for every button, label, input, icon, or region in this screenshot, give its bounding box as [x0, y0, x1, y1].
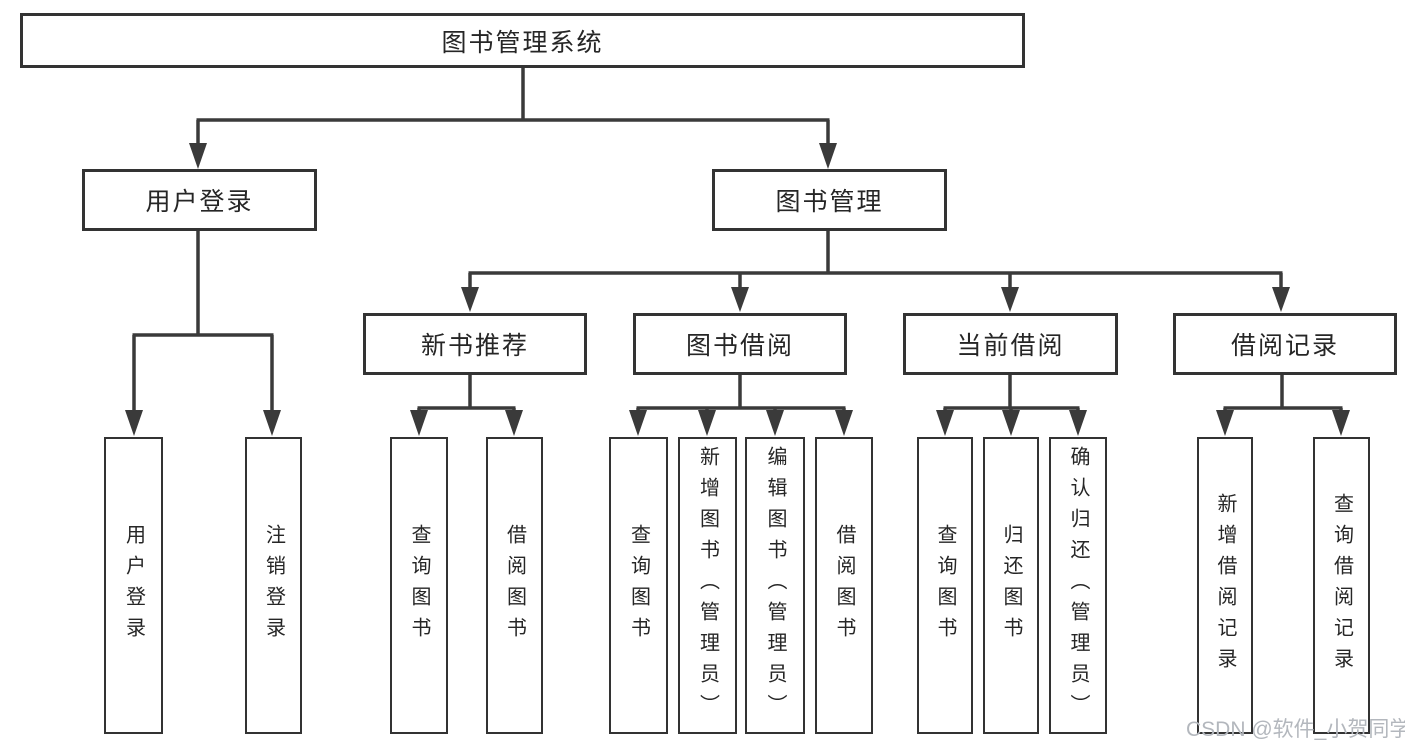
edge-current-trunk [943, 375, 1080, 410]
leaf-label: 借阅图书 [833, 523, 855, 648]
leaf-edit-books-admin: 编辑图书（管理员） [745, 437, 805, 734]
node-book-management: 图书管理 [712, 169, 947, 231]
leaf-borrow-books-recommend: 借阅图书 [486, 437, 543, 734]
leaf-label: 借阅图书 [503, 523, 526, 648]
node-label: 借阅记录 [1230, 332, 1339, 360]
leaf-label: 查询图书 [408, 523, 430, 648]
edge-root-trunk [196, 68, 830, 122]
leaf-label: 查询图书 [934, 523, 956, 648]
leaf-add-borrow-record: 新增借阅记录 [1197, 437, 1253, 734]
leaf-confirm-return-admin: 确认归还（管理员） [1049, 437, 1107, 734]
edge-records-trunk [1223, 375, 1343, 410]
node-new-book-recommend: 新书推荐 [363, 313, 587, 375]
leaf-label: 编辑图书（管理员） [764, 446, 786, 725]
csdn-watermark: CSDN @软件_小贺同学 [1186, 718, 1405, 741]
leaf-borrow-books-borrowing: 借阅图书 [815, 437, 873, 734]
node-label: 用户登录 [145, 188, 254, 216]
leaf-query-books-current: 查询图书 [917, 437, 973, 734]
node-label: 当前借阅 [956, 332, 1065, 360]
leaf-label: 注销登录 [262, 523, 285, 648]
leaf-label: 新增图书（管理员） [696, 446, 719, 725]
leaf-return-books: 归还图书 [983, 437, 1039, 734]
edge-newbook-trunk [417, 375, 516, 410]
node-label: 图书管理 [775, 188, 884, 216]
leaf-label: 查询图书 [627, 523, 650, 648]
leaf-logout: 注销登录 [245, 437, 302, 734]
node-current-borrowing: 当前借阅 [903, 313, 1118, 375]
leaf-query-books-recommend: 查询图书 [390, 437, 448, 734]
leaf-add-books-admin: 新增图书（管理员） [678, 437, 737, 734]
leaf-user-login: 用户登录 [104, 437, 163, 734]
node-library-system: 图书管理系统 [20, 13, 1025, 68]
node-book-borrowing: 图书借阅 [633, 313, 847, 375]
leaf-label: 用户登录 [122, 523, 145, 648]
edge-bookmgmt-trunk [468, 231, 1283, 275]
edge-borrowing-trunk [636, 375, 846, 410]
node-label: 图书借阅 [685, 332, 794, 360]
arrowheads [125, 143, 1350, 436]
node-label: 图书管理系统 [441, 28, 604, 57]
node-user-login: 用户登录 [82, 169, 317, 231]
leaf-query-books-borrowing: 查询图书 [609, 437, 668, 734]
node-label: 新书推荐 [420, 332, 529, 360]
node-borrowing-records: 借阅记录 [1173, 313, 1397, 375]
edge-userlogin-trunk [132, 231, 274, 337]
leaf-label: 新增借阅记录 [1214, 492, 1236, 679]
edge-borrowing-arms [636, 408, 846, 411]
leaf-label: 确认归还（管理员） [1067, 446, 1089, 725]
leaf-label: 归还图书 [1000, 523, 1022, 648]
leaf-label: 查询借阅记录 [1330, 492, 1353, 679]
leaf-query-borrow-record: 查询借阅记录 [1313, 437, 1370, 734]
